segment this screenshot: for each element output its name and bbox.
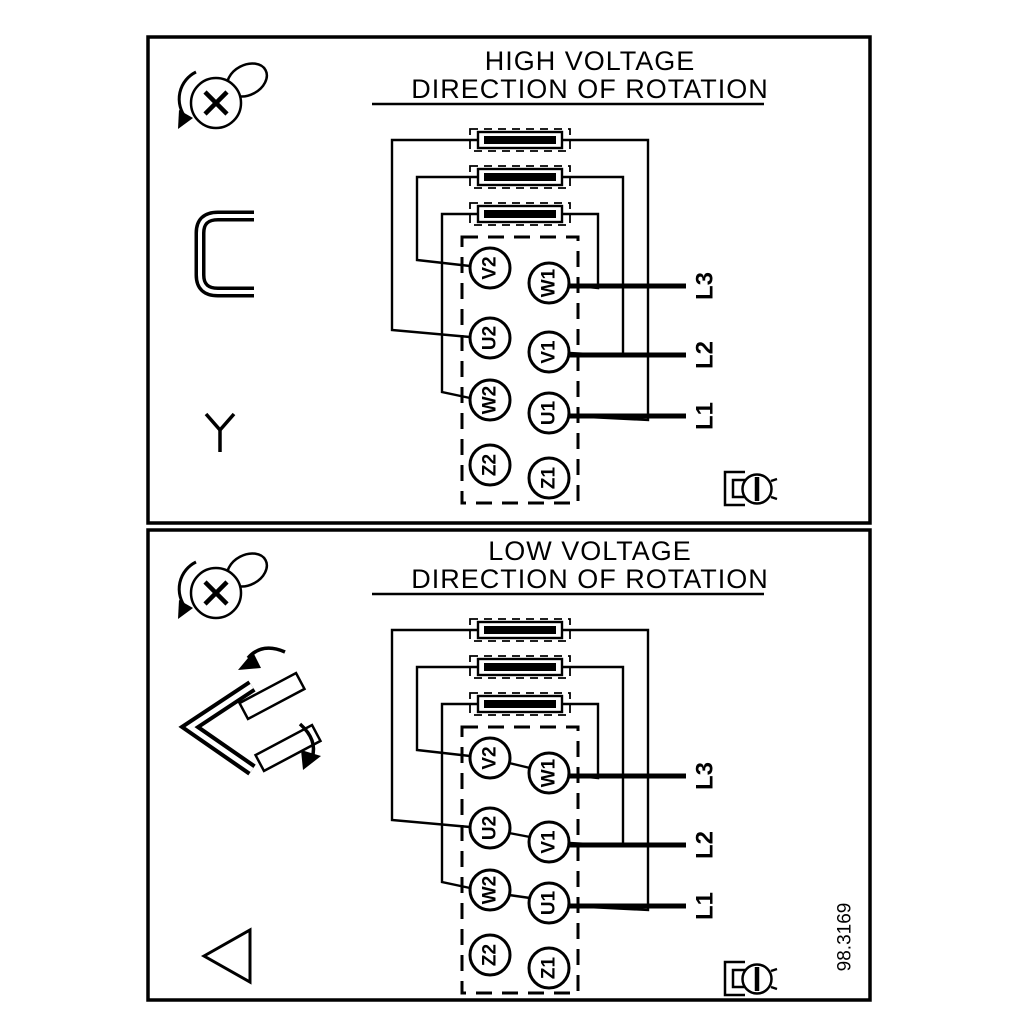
terminal-label: U1 [539,400,560,425]
terminal-Z2: Z2 [468,443,512,487]
supply-line-label-L3: L3 [692,272,719,300]
terminal-U1: U1 [527,391,571,435]
terminal-box-outline [460,235,580,505]
jumper-bar [469,165,571,189]
rotation-arrow-head [178,110,193,129]
panel-title-line2: DIRECTION OF ROTATION [411,74,769,104]
terminal-label: W1 [539,268,560,297]
wire [390,138,478,339]
terminal-panel-core-low [178,547,777,995]
supply-line-label-L1: L1 [692,402,719,430]
terminal-label: V2 [480,256,501,279]
terminal-U2: U2 [468,316,512,360]
delta-link-wire [508,893,531,900]
delta-symbol-icon [200,927,252,985]
panel-high-voltage: HIGH VOLTAGE DIRECTION OF ROTATION [194,46,769,452]
terminal-V2: V2 [468,246,512,290]
terminal-label: U2 [480,326,501,350]
wire [562,175,625,358]
panel-title-line1: HIGH VOLTAGE [485,46,696,76]
supply-line-label-L2: L2 [692,341,719,369]
terminal-label: W2 [480,386,501,415]
wire [562,138,650,422]
jumper-link-plate [237,671,307,721]
delta-link-wire [508,831,531,839]
panel-border-low-voltage [146,528,872,1002]
delta-link-wire [508,761,531,770]
panel-low-voltage: LOW VOLTAGE DIRECTION OF ROTATION 98.316… [178,536,856,985]
panel-title-line1: LOW VOLTAGE [488,536,692,566]
ground-terminal-icon [723,470,778,507]
jumper-link-plate [253,723,323,773]
delta-jumper-icon [178,646,323,776]
panel-border-high-voltage [146,35,872,525]
wire [415,175,478,268]
terminal-Z1: Z1 [527,456,571,500]
terminal-W1: W1 [527,261,571,305]
screw-icon [177,62,269,130]
star-symbol-icon [204,412,236,452]
wire [440,212,478,400]
terminal-label: V1 [539,340,560,364]
jumper-bar [469,128,571,152]
terminal-W2: W2 [468,378,512,422]
terminal-label: Z1 [539,466,560,489]
star-clamp-icon [194,210,254,298]
terminal-label: Z2 [480,454,501,476]
jumper-bar [469,202,571,226]
panel-title-line2: DIRECTION OF ROTATION [411,564,769,594]
figure-number: 98.3169 [835,903,856,972]
terminal-V1: V1 [527,330,571,374]
terminal-panel-core: V2 W1 U2 V1 W2 U1 Z2 Z1 [177,62,778,507]
phillips-cross-icon [203,90,229,116]
